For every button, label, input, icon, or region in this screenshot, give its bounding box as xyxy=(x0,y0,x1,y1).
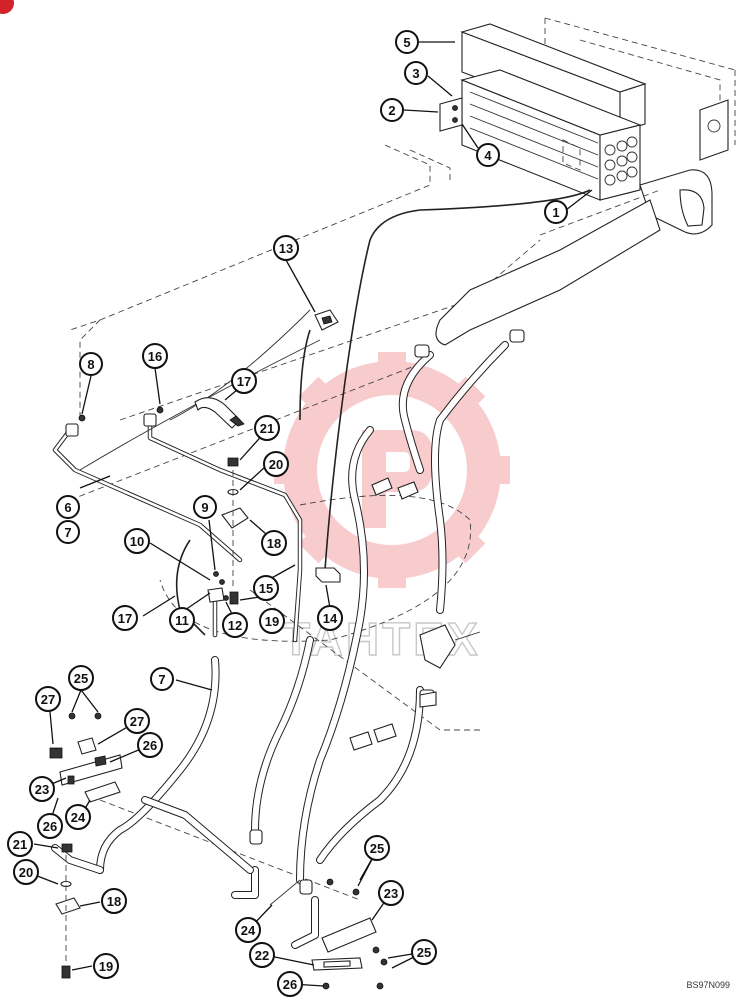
svg-text:24: 24 xyxy=(71,810,86,825)
callout-2: 2 xyxy=(380,98,404,122)
callout-21: 21 xyxy=(7,831,33,857)
callout-24: 24 xyxy=(65,804,91,830)
callout-27: 27 xyxy=(124,708,150,734)
svg-text:25: 25 xyxy=(74,671,88,686)
callout-17: 17 xyxy=(112,605,138,631)
callout-11: 11 xyxy=(169,607,195,633)
callout-25: 25 xyxy=(68,665,94,691)
svg-text:13: 13 xyxy=(279,241,293,256)
callout-27: 27 xyxy=(35,686,61,712)
svg-text:9: 9 xyxy=(201,500,208,515)
figure-reference-code: BS97N099 xyxy=(686,980,730,990)
callout-4: 4 xyxy=(476,143,500,167)
callout-3: 3 xyxy=(404,61,428,85)
svg-text:4: 4 xyxy=(484,148,492,163)
svg-text:25: 25 xyxy=(370,841,384,856)
callout-23: 23 xyxy=(378,880,404,906)
callout-23: 23 xyxy=(29,776,55,802)
svg-text:19: 19 xyxy=(99,959,113,974)
svg-text:21: 21 xyxy=(260,421,274,436)
small-components xyxy=(49,309,437,990)
callout-19: 19 xyxy=(93,953,119,979)
svg-text:15: 15 xyxy=(259,581,273,596)
callout-20: 20 xyxy=(13,859,39,885)
svg-text:26: 26 xyxy=(143,738,157,753)
callout-18: 18 xyxy=(261,530,287,556)
svg-text:3: 3 xyxy=(412,66,419,81)
svg-text:14: 14 xyxy=(323,611,338,626)
callout-1: 1 xyxy=(544,200,568,224)
callout-16: 16 xyxy=(142,343,168,369)
svg-text:1: 1 xyxy=(552,205,559,220)
callout-15: 15 xyxy=(253,575,279,601)
svg-text:20: 20 xyxy=(19,865,33,880)
svg-text:17: 17 xyxy=(237,374,251,389)
svg-text:10: 10 xyxy=(130,534,144,549)
callout-26: 26 xyxy=(277,971,303,997)
svg-text:7: 7 xyxy=(158,672,165,687)
svg-text:18: 18 xyxy=(267,536,281,551)
callout-25: 25 xyxy=(364,835,390,861)
wiring xyxy=(79,189,591,636)
svg-text:27: 27 xyxy=(41,692,55,707)
svg-text:23: 23 xyxy=(384,886,398,901)
cooling-tubes xyxy=(52,413,303,643)
svg-text:21: 21 xyxy=(13,837,27,852)
svg-text:26: 26 xyxy=(283,977,297,992)
svg-text:17: 17 xyxy=(118,611,132,626)
svg-text:23: 23 xyxy=(35,782,49,797)
callout-17: 17 xyxy=(231,368,257,394)
callout-20: 20 xyxy=(263,451,289,477)
callout-19: 19 xyxy=(259,608,285,634)
callout-12: 12 xyxy=(222,612,248,638)
svg-text:18: 18 xyxy=(107,894,121,909)
callout-14: 14 xyxy=(317,605,343,631)
heater-core-assembly xyxy=(439,17,736,235)
callout-6: 6 xyxy=(56,495,80,519)
svg-text:19: 19 xyxy=(265,614,279,629)
callout-25: 25 xyxy=(411,939,437,965)
callout-18: 18 xyxy=(101,888,127,914)
callout-9: 9 xyxy=(193,495,217,519)
callout-26: 26 xyxy=(37,813,63,839)
heater-hoses xyxy=(51,199,661,949)
watermark-gear-icon xyxy=(274,352,510,588)
svg-text:25: 25 xyxy=(417,945,431,960)
callout-7: 7 xyxy=(150,667,174,691)
svg-text:12: 12 xyxy=(228,618,242,633)
svg-text:16: 16 xyxy=(148,349,162,364)
svg-text:26: 26 xyxy=(43,819,57,834)
leader-lines xyxy=(26,41,593,987)
callout-22: 22 xyxy=(249,942,275,968)
svg-text:2: 2 xyxy=(388,103,395,118)
corner-badge xyxy=(0,0,14,14)
callout-13: 13 xyxy=(273,235,299,261)
callout-5: 5 xyxy=(395,30,419,54)
callout-26: 26 xyxy=(137,732,163,758)
svg-text:6: 6 xyxy=(64,500,71,515)
callout-7: 7 xyxy=(56,520,80,544)
svg-text:8: 8 xyxy=(87,357,94,372)
svg-text:11: 11 xyxy=(175,613,189,628)
callout-10: 10 xyxy=(124,528,150,554)
svg-text:5: 5 xyxy=(403,35,410,50)
svg-text:22: 22 xyxy=(255,948,269,963)
svg-text:7: 7 xyxy=(64,525,71,540)
svg-text:20: 20 xyxy=(269,457,283,472)
svg-text:27: 27 xyxy=(130,714,144,729)
svg-text:24: 24 xyxy=(241,923,256,938)
callout-24: 24 xyxy=(235,917,261,943)
callout-21: 21 xyxy=(254,415,280,441)
callout-8: 8 xyxy=(79,352,103,376)
